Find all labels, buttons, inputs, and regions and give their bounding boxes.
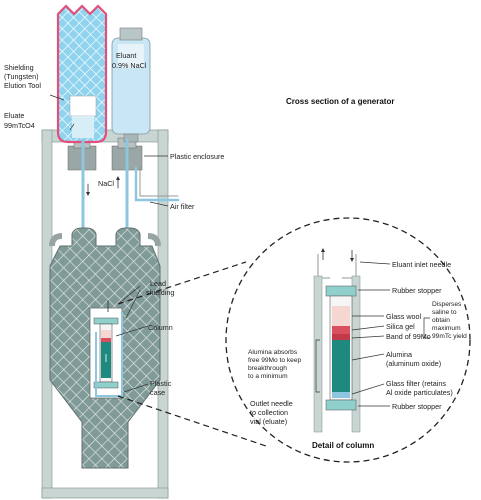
label-absorbs-2: free 99Mo to keep — [248, 357, 301, 364]
label-eluant-2: 0.9% NaCl — [112, 61, 147, 70]
label-eluant-inlet: Eluant inlet needle — [392, 260, 451, 269]
tungsten-elution-tool — [56, 4, 108, 144]
text-labels: Shielding (Tungsten) Elution Tool Eluate… — [4, 51, 467, 450]
label-outlet-2: to collection — [250, 408, 288, 417]
label-silica-gel: Silica gel — [386, 322, 415, 331]
label-lead-1: Lead — [150, 279, 166, 288]
label-pertechnetate: 99mTcO4 — [4, 121, 35, 130]
label-alumina-1: Alumina — [386, 350, 412, 359]
label-band-of-mo: Band of 99Mo — [386, 332, 431, 341]
label-rubber-stopper-bottom: Rubber stopper — [392, 402, 442, 411]
label-shielding-1: Shielding — [4, 63, 34, 72]
bracket-alumina — [315, 339, 320, 393]
eluant-bottle — [111, 27, 151, 143]
label-plastic-enclosure: Plastic enclosure — [170, 152, 224, 161]
label-glass-filter-2: Al oxide particulates) — [386, 388, 453, 397]
label-eluate: Eluate — [4, 111, 24, 120]
label-outlet-3: vial (eluate) — [250, 417, 287, 426]
label-glass-filter-1: Glass filter (retains — [386, 379, 446, 388]
label-absorbs-4: to a minimum — [248, 373, 288, 380]
label-disperses-1: Disperses — [432, 301, 462, 308]
column-detail — [313, 248, 361, 433]
label-absorbs-3: breakthrough — [248, 365, 287, 372]
detail-outline — [117, 217, 471, 463]
label-disperses-2: saline to — [432, 309, 457, 316]
label-plastic-case-1: Plastic — [150, 379, 172, 388]
label-disperses-4: maximum — [432, 325, 461, 332]
label-rubber-stopper-top: Rubber stopper — [392, 286, 442, 295]
label-eluant-1: Eluant — [116, 51, 136, 60]
page-heading: Cross section of a generator — [286, 97, 394, 106]
label-outlet-1: Outlet needle — [250, 399, 293, 408]
label-alumina-2: (aluminum oxide) — [386, 359, 441, 368]
label-glass-wool: Glass wool — [386, 312, 422, 321]
label-plastic-case-2: case — [150, 388, 165, 397]
label-shielding-2: (Tungsten) — [4, 72, 39, 81]
leader-lines — [49, 94, 430, 407]
detail-heading: Detail of column — [312, 441, 374, 450]
label-shielding-3: Elution Tool — [4, 81, 41, 90]
label-air-filter: Air filter — [170, 202, 195, 211]
label-column: Column — [148, 323, 173, 332]
column-small — [93, 300, 123, 397]
label-nacl: NaCl — [98, 179, 114, 188]
label-disperses-3: obtain — [432, 317, 450, 324]
label-absorbs-1: Alumina absorbs — [248, 349, 298, 356]
label-disperses-5: 99mTc yield — [432, 333, 467, 340]
label-lead-2: shielding — [146, 288, 174, 297]
